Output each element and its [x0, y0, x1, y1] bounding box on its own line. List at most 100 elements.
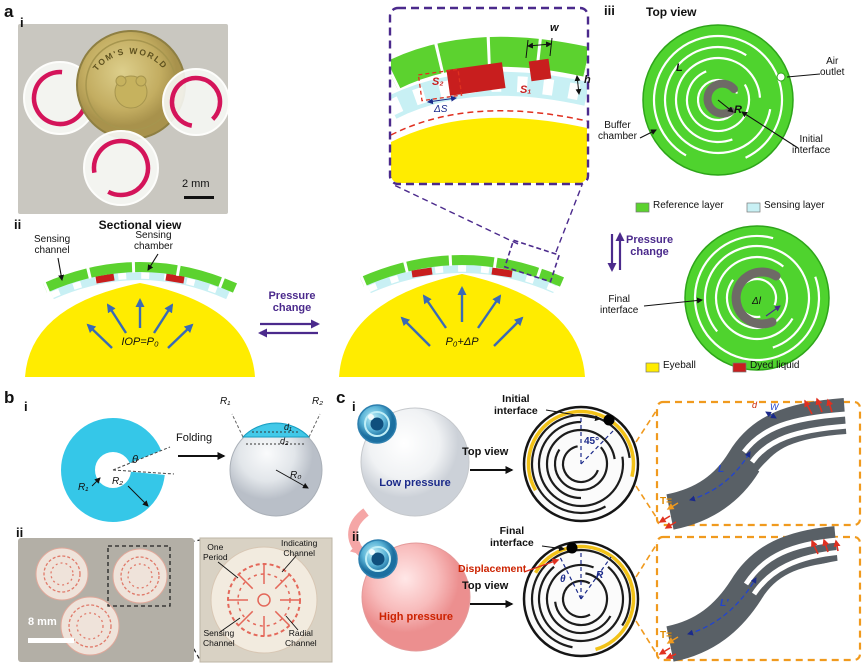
initial-interface-liquid	[703, 79, 738, 118]
label-t-inset-low: T=	[660, 496, 672, 507]
eyeball-dome-high	[339, 274, 585, 377]
label-t-inset-high: T=	[660, 630, 672, 641]
label-s1: S₁	[520, 84, 532, 96]
label-sensing-chamber: Sensing chamber	[134, 230, 173, 253]
label-initial-interface: Initial interface	[792, 134, 831, 157]
scale-label-8mm: 8 mm	[28, 616, 57, 628]
label-theta-annulus: θ	[132, 454, 138, 466]
zoom-inset-border	[388, 6, 590, 186]
device-zoom-photo	[199, 537, 333, 663]
legend-dyed-swatch	[732, 362, 747, 373]
label-radius-c: R	[596, 570, 604, 581]
zoom-inset	[388, 6, 590, 186]
photo-lenses-and-coin: TOM'S WORLD	[18, 24, 230, 214]
zoom-region-box	[503, 239, 561, 283]
label-45deg: 45°	[584, 436, 600, 447]
top-view-final	[643, 225, 830, 371]
legend-dyed-label: Dyed liquid	[750, 360, 800, 371]
label-low-pressure: Low pressure	[379, 477, 451, 489]
contact-lens-photo-3	[83, 130, 159, 206]
label-sensing-channel: Sensing channel	[34, 234, 71, 257]
label-channel-length: L	[676, 62, 683, 74]
annulus-diagram	[61, 418, 226, 522]
dyed-liquid-s1	[528, 58, 552, 82]
panel-b-label: b	[4, 388, 15, 407]
material-legend	[645, 362, 747, 373]
label-sensing-channel-photo: Sensing Channel	[203, 628, 235, 648]
label-s2: S₂	[432, 76, 444, 88]
panel-b-i-label: i	[24, 399, 28, 414]
legend-reference-label: Reference layer	[653, 200, 724, 211]
label-sphere-r2: R₂	[312, 396, 324, 407]
legend-eyeball-swatch	[645, 362, 660, 373]
layer-legend	[635, 202, 761, 213]
label-theta-c: θ	[560, 574, 566, 585]
panel-c-label: c	[336, 388, 346, 407]
eyeball-layer-zoom	[391, 117, 587, 183]
label-radius: R	[734, 104, 742, 116]
label-final-interface: Final interface	[600, 294, 639, 317]
legend-sensing-swatch	[746, 202, 761, 213]
label-displacement: Displacement	[458, 563, 527, 575]
channel-inset-high	[655, 526, 862, 662]
air-outlet-hole	[776, 72, 786, 82]
top-view-title: Top view	[646, 5, 697, 19]
panel-a-ii-label: ii	[14, 217, 22, 232]
zoom-region-box-photo	[107, 545, 171, 607]
label-l-prime-inset: L′	[720, 598, 729, 609]
coin: TOM'S WORLD	[76, 30, 186, 140]
label-buffer-chamber: Buffer chamber	[598, 120, 637, 143]
label-pressure-change-topview: Pressure change	[626, 234, 674, 259]
label-initial-interface-c: Initial interface	[494, 393, 538, 417]
legend-reference-swatch	[635, 202, 650, 213]
scale-bar-2mm	[184, 196, 214, 199]
label-r0: R₀	[290, 470, 302, 481]
final-interface-liquid	[731, 267, 781, 329]
label-radial-channel: Radial Channel	[285, 628, 317, 648]
inset-connectors-orange	[635, 407, 659, 657]
dyed-liquid-s2	[446, 62, 506, 96]
label-l-inset: L	[718, 464, 725, 475]
folded-sphere-diagram	[229, 413, 323, 517]
label-delta-l: Δl	[752, 296, 761, 307]
label-one-period: One Period	[203, 542, 228, 562]
panel-a-i-label: i	[20, 15, 24, 30]
label-final-interface-c: Final interface	[490, 525, 534, 549]
label-d2: d₂	[280, 436, 289, 446]
label-sphere-r1: R₁	[220, 396, 231, 407]
label-folding: Folding	[176, 432, 213, 444]
pressure-change-arrows-sectional	[258, 319, 320, 338]
label-d1: d₁	[284, 422, 292, 432]
label-r2-annulus: R₂	[112, 476, 124, 487]
label-h: h	[584, 74, 591, 86]
lens-cap	[241, 422, 311, 438]
label-indicating-channel: Indicating Channel	[281, 538, 318, 558]
zoom-connector-lines	[393, 184, 583, 253]
channel-inset-low	[655, 397, 862, 530]
panel-a-label: a	[4, 2, 14, 21]
scale-label-2mm: 2 mm	[182, 178, 210, 190]
spiral-top-view-low	[522, 405, 640, 523]
legend-sensing-label: Sensing layer	[764, 200, 825, 211]
panel-a-iii-label: iii	[604, 3, 615, 18]
pressure-change-arrows-topview	[607, 232, 625, 272]
eyeball-dome-low	[25, 283, 255, 377]
device-photo	[18, 538, 194, 662]
eyeball-low-pressure	[357, 404, 470, 517]
label-d-inset: d	[752, 400, 758, 410]
panel-c-ii-label: ii	[352, 529, 360, 544]
spiral-top-view-high	[522, 540, 640, 658]
highlight-ring	[526, 409, 636, 519]
reference-layer-zoom	[391, 36, 587, 90]
sectional-view-low	[25, 253, 255, 377]
sectional-view-high	[339, 239, 585, 377]
label-air-outlet: Air outlet	[820, 56, 845, 79]
highlight-ring-high	[526, 544, 636, 654]
panel-b-ii-label: ii	[16, 525, 24, 540]
sectional-view-title: Sectional view	[98, 218, 182, 232]
label-top-view-high: Top view	[462, 580, 509, 592]
final-interface-dot	[566, 542, 578, 554]
label-w-inset: W	[770, 402, 779, 412]
label-high-pressure: High pressure	[379, 611, 453, 623]
